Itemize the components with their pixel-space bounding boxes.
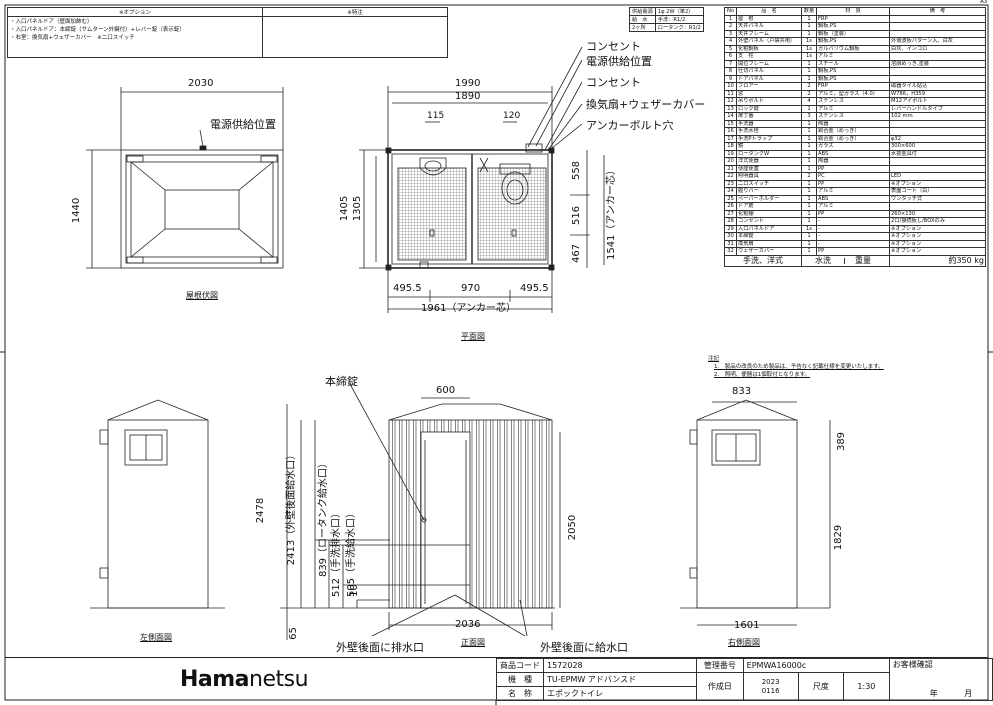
tb-month: 月 bbox=[964, 689, 973, 698]
summary-cell: 水洗 bbox=[815, 255, 831, 265]
front-dim-10: 10 bbox=[348, 584, 360, 597]
roof-power-label: 電源供給位置 bbox=[210, 118, 276, 131]
plan-dim-1305: 1305 bbox=[352, 195, 364, 222]
company-logo: Hamanetsu bbox=[180, 667, 309, 692]
summary-cell: 重量 bbox=[844, 256, 881, 264]
plan-fan-label: 換気扇+ウェザーカバー bbox=[586, 98, 706, 111]
tb-label: 管理番号 bbox=[696, 658, 744, 673]
right-dim-389: 389 bbox=[836, 431, 848, 452]
tb-product-code: 1572028 bbox=[542, 658, 698, 673]
plan-dim-115: 115 bbox=[427, 111, 445, 121]
tb-label: 作成日 bbox=[696, 672, 744, 701]
front-dim-512: 512（手洗排水口） bbox=[331, 507, 343, 598]
plan-view bbox=[359, 46, 605, 313]
supply-cell: ロータンク：R1/2 bbox=[654, 23, 704, 32]
front-dim-2478: 2478 bbox=[255, 497, 267, 524]
option-line: ・入口パネルドア：本締錠（サムターン外鍵付）+レバー錠（表示錠） bbox=[10, 27, 185, 33]
front-dim-600: 600 bbox=[436, 385, 456, 396]
notes: 注記 1. 製品の改良のため製品は、予告なく記載仕様を変更いたします。 2. 照… bbox=[708, 355, 884, 379]
tb-label: 尺度 bbox=[797, 672, 845, 701]
right-caption: 右側面図 bbox=[728, 638, 760, 647]
tb-customer-label: お客様確認 bbox=[892, 660, 933, 669]
plan-dim-1990: 1990 bbox=[455, 78, 481, 89]
tb-scale: 1:30 bbox=[843, 672, 890, 701]
logo-text-b: netsu bbox=[249, 667, 309, 692]
plan-dim-495b: 495.5 bbox=[520, 283, 549, 294]
front-drain-label: 外壁後面に排水口 bbox=[336, 641, 424, 654]
roof-dim-width: 2030 bbox=[188, 78, 214, 89]
sheet-size: A3 bbox=[980, 0, 988, 5]
plan-dim-558: 558 bbox=[571, 160, 583, 181]
roof-plan bbox=[86, 87, 284, 269]
plan-outlet1-label: コンセント bbox=[586, 40, 641, 53]
plan-outlet2-label: コンセント bbox=[586, 76, 641, 89]
tb-name: エポックトイレ bbox=[542, 686, 698, 701]
front-supply-label: 外壁後面に給水口 bbox=[540, 641, 628, 654]
tb-model: TU-EPMW アドバンスド bbox=[542, 672, 698, 687]
right-dim-833: 833 bbox=[732, 386, 752, 397]
plan-caption: 平面図 bbox=[461, 332, 485, 341]
logo-text-a: Hama bbox=[180, 667, 250, 692]
option-line: ・入口パネルドア（壁面加飾む） bbox=[10, 19, 93, 25]
note-item: 1. 製品の改良のため製品は、予告なく記載仕様を変更いたします。 bbox=[714, 364, 884, 370]
plan-dim-1405: 1405 bbox=[339, 195, 351, 222]
title-block-frame bbox=[5, 657, 988, 701]
tb-mgmt: EPMWA16000c bbox=[742, 658, 890, 673]
summary-weight: 約350 kg bbox=[889, 254, 986, 267]
plan-dim-1961: 1961（アンカー芯） bbox=[421, 303, 517, 314]
plan-dim-1541: 1541（アンカー芯） bbox=[606, 164, 618, 261]
front-view bbox=[280, 383, 561, 640]
right-dim-1829: 1829 bbox=[833, 524, 845, 551]
notes-label: 注記 bbox=[708, 356, 720, 362]
tb-date: 2023 0116 bbox=[742, 672, 799, 701]
right-dim-1601: 1601 bbox=[734, 620, 760, 631]
front-caption: 正面図 bbox=[461, 638, 485, 647]
tb-label: 商品コード bbox=[496, 658, 544, 673]
front-dim-2050: 2050 bbox=[567, 514, 579, 541]
plan-dim-120: 120 bbox=[503, 111, 521, 121]
plan-dim-1890: 1890 bbox=[455, 91, 481, 102]
plan-anchor-label: アンカーボルト穴 bbox=[586, 119, 674, 132]
tb-label: 名 称 bbox=[496, 686, 544, 701]
plan-dim-970: 970 bbox=[461, 283, 481, 294]
front-dim-2413: 2413（外壁後面給水口） bbox=[286, 449, 298, 566]
front-lock-label: 本締錠 bbox=[325, 375, 358, 388]
plan-dim-516: 516 bbox=[571, 205, 583, 226]
plan-dim-467: 467 bbox=[571, 243, 583, 264]
tb-label: 機 種 bbox=[496, 672, 544, 687]
options-table: ※オプション ※特注 ・入口パネルドア（壁面加飾む） ・入口パネルドア：本締錠（… bbox=[7, 7, 448, 58]
left-caption: 左側面図 bbox=[140, 633, 172, 642]
note-item: 2. 照明、便器は1個取付となります。 bbox=[714, 372, 811, 378]
right-side-view bbox=[680, 399, 831, 626]
roof-dim-height: 1440 bbox=[71, 197, 83, 224]
front-dim-65: 65 bbox=[287, 627, 299, 640]
plan-dim-495a: 495.5 bbox=[393, 283, 422, 294]
plan-power-label: 電源供給位置 bbox=[586, 55, 652, 68]
left-side-view bbox=[90, 399, 225, 609]
front-dim-2036: 2036 bbox=[455, 619, 481, 630]
title-block-table: 商品コード 1572028 管理番号 EPMWA16000c お客様確認 年 月… bbox=[496, 658, 993, 701]
option-line: ・右室：換気扇+ウェザーカバー ※二口スイッチ bbox=[10, 35, 135, 41]
tb-year: 年 bbox=[929, 689, 938, 698]
roof-caption: 屋根伏図 bbox=[186, 291, 218, 300]
